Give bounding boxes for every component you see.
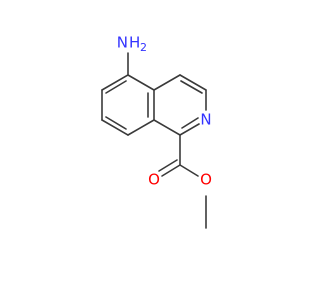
amine-h-label: H bbox=[129, 34, 140, 52]
bond-c5-c6 bbox=[101, 74, 129, 91]
amine-n-label: N bbox=[117, 34, 128, 52]
ring-n-label: N bbox=[200, 111, 211, 129]
bond-c5-c6-inner bbox=[105, 80, 127, 94]
bond-c7-c8-inner bbox=[105, 116, 127, 130]
bond-c8-c8a bbox=[127, 119, 155, 136]
ester-o-label: O bbox=[200, 171, 212, 189]
bond-c4a-c4 bbox=[153, 74, 181, 91]
bond-c4-c3-inner bbox=[180, 80, 203, 94]
carbonyl-o-label: O bbox=[148, 171, 160, 189]
bond-carbonyl-co-second bbox=[158, 159, 178, 172]
amine-h-subscript: 2 bbox=[140, 41, 147, 54]
bond-c1-c8a bbox=[153, 119, 181, 136]
bond-carbonyl-co bbox=[161, 164, 181, 177]
bond-n2-c1 bbox=[179, 123, 200, 136]
bond-c4a-c5 bbox=[127, 74, 155, 91]
bond-c7-c8 bbox=[101, 119, 129, 136]
bond-carbonyl-c-ester-o bbox=[179, 164, 199, 177]
molecule-diagram: N H 2 N O O bbox=[101, 34, 212, 229]
bond-n2-c1-inner bbox=[181, 117, 199, 129]
bond-c4-c3 bbox=[179, 74, 207, 91]
